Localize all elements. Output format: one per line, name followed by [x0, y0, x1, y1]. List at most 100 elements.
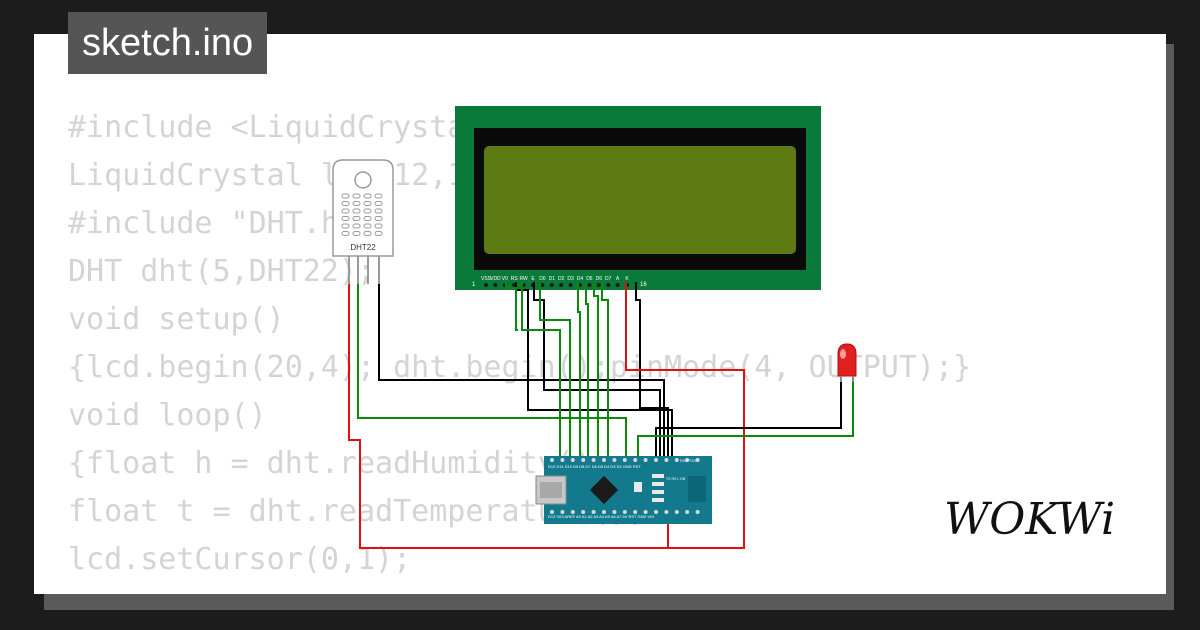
- wire-dht-data: [357, 282, 627, 458]
- lcd-pin[interactable]: [559, 283, 564, 287]
- arduino-pin[interactable]: [664, 510, 669, 514]
- lcd-pin-first: 1: [472, 282, 476, 288]
- arduino-pin[interactable]: [633, 510, 638, 514]
- grille-slot: [352, 216, 361, 221]
- arduino-pin[interactable]: [570, 458, 575, 462]
- lcd-pin[interactable]: [596, 283, 601, 287]
- wokwi-logo-text: WOKWi: [944, 494, 1115, 545]
- lcd-pin-label: RS: [511, 276, 519, 282]
- arduino-pin[interactable]: [560, 458, 565, 462]
- grille-slot: [341, 193, 350, 199]
- lcd-pin-label: K: [625, 276, 629, 282]
- lcd-pin-label: D0: [539, 276, 546, 282]
- arduino-pin[interactable]: [550, 458, 554, 462]
- lcd-pin[interactable]: [484, 283, 488, 287]
- wire-lcd-v0: [505, 282, 518, 331]
- grille-slot: [363, 231, 372, 236]
- arduino-pin[interactable]: [612, 458, 617, 462]
- code-line: DHT dht(5,DHT22);: [68, 254, 376, 289]
- grille-slot: [374, 216, 383, 221]
- code-line: void loop(): [68, 398, 267, 433]
- lcd-pin-label: D4: [577, 276, 584, 282]
- arduino-pin[interactable]: [602, 458, 606, 462]
- lcd-pin-label: D6: [596, 276, 603, 282]
- lcd-pin-label: VSS: [481, 276, 492, 282]
- arduino-pin[interactable]: [622, 458, 627, 462]
- arduino-pin[interactable]: [664, 458, 669, 462]
- arduino-pin[interactable]: [581, 510, 586, 514]
- arduino-pin-headers: [550, 458, 700, 514]
- arduino-pin[interactable]: [674, 510, 679, 514]
- wire-dht-vcc: [348, 282, 669, 549]
- wire-lcd-d5: [585, 282, 589, 458]
- wire-lcd-d6: [593, 282, 599, 458]
- lcd-pin[interactable]: [493, 283, 498, 287]
- grille-slot: [341, 231, 350, 236]
- lcd-pin-last: 16: [640, 282, 647, 288]
- grille-slot: [352, 223, 361, 229]
- wire-led-cathode: [637, 380, 854, 458]
- dht22-sensor[interactable]: DHT22: [332, 159, 394, 284]
- arduino-pin[interactable]: [612, 510, 617, 514]
- wire-lcd-d7: [601, 282, 609, 458]
- lcd-pin[interactable]: [615, 283, 620, 287]
- arduino-pin[interactable]: [695, 458, 700, 462]
- grille-slot: [352, 201, 361, 206]
- arduino-pin[interactable]: [685, 458, 690, 462]
- wire-lcd-a: [625, 282, 745, 549]
- lcd-pin-label: D7: [605, 276, 612, 282]
- grille-slot: [352, 231, 361, 236]
- sensor-label: DHT22: [350, 243, 376, 252]
- file-tab[interactable]: sketch.ino: [68, 12, 268, 74]
- lcd-pin[interactable]: [540, 283, 545, 287]
- code-line: lcd.setCursor(0,1);: [68, 542, 412, 577]
- arduino-pin[interactable]: [685, 510, 690, 514]
- lcd-pin-label: E: [531, 276, 535, 282]
- lcd-pin-label: A: [616, 276, 620, 282]
- arduino-pin[interactable]: [570, 510, 575, 514]
- code-line: lcd.print("Temp: ");lcd.print(t);lcd.pri…: [68, 584, 971, 594]
- grille-slot: [363, 193, 372, 199]
- wire-lcd-d4: [577, 282, 581, 458]
- lcd-pin[interactable]: [568, 283, 573, 287]
- lcd-pin-label: D5: [586, 276, 593, 282]
- grille-slot: [363, 208, 372, 214]
- lcd-pin[interactable]: [549, 283, 554, 287]
- arduino-pin[interactable]: [695, 510, 700, 514]
- arduino-pin[interactable]: [643, 458, 648, 462]
- code-line: void setup(): [68, 302, 285, 337]
- arduino-pin[interactable]: [622, 510, 627, 514]
- arduino-pin[interactable]: [550, 510, 554, 514]
- arduino-pin[interactable]: [591, 458, 596, 462]
- grille-slot: [341, 223, 350, 229]
- arduino-pin[interactable]: [654, 458, 658, 462]
- arduino-pin[interactable]: [581, 458, 586, 462]
- grille-slot: [374, 193, 383, 199]
- arduino-nano[interactable]: D12 D11 D10 D9 D8 D7 D6 D5 D4 D3 D2 GND …: [535, 456, 712, 524]
- arduino-pin[interactable]: [602, 510, 606, 514]
- lcd-pin[interactable]: [606, 283, 611, 287]
- grille-slot: [374, 231, 383, 236]
- arduino-pin[interactable]: [560, 510, 565, 514]
- arduino-pin[interactable]: [633, 458, 638, 462]
- grille-slot: [352, 208, 361, 214]
- lcd-pin-label: D2: [558, 276, 565, 282]
- grille-slot: [341, 208, 350, 214]
- arduino-pin[interactable]: [643, 510, 648, 514]
- wokwi-logo: WOKWi: [944, 494, 1115, 545]
- grille-slot: [363, 223, 372, 229]
- lcd-pin-label: V0: [502, 276, 508, 282]
- arduino-pin[interactable]: [674, 458, 679, 462]
- wire-led-anode: [655, 380, 842, 458]
- red-led[interactable]: [837, 343, 857, 382]
- grille-slot: [341, 201, 350, 206]
- grille-slot: [363, 201, 372, 206]
- arduino-pin[interactable]: [591, 510, 596, 514]
- arduino-pin[interactable]: [654, 510, 658, 514]
- lcd-pin[interactable]: [587, 283, 592, 287]
- grille-slot: [363, 216, 372, 221]
- grille-slot: [374, 201, 383, 206]
- grille-slot: [341, 216, 350, 221]
